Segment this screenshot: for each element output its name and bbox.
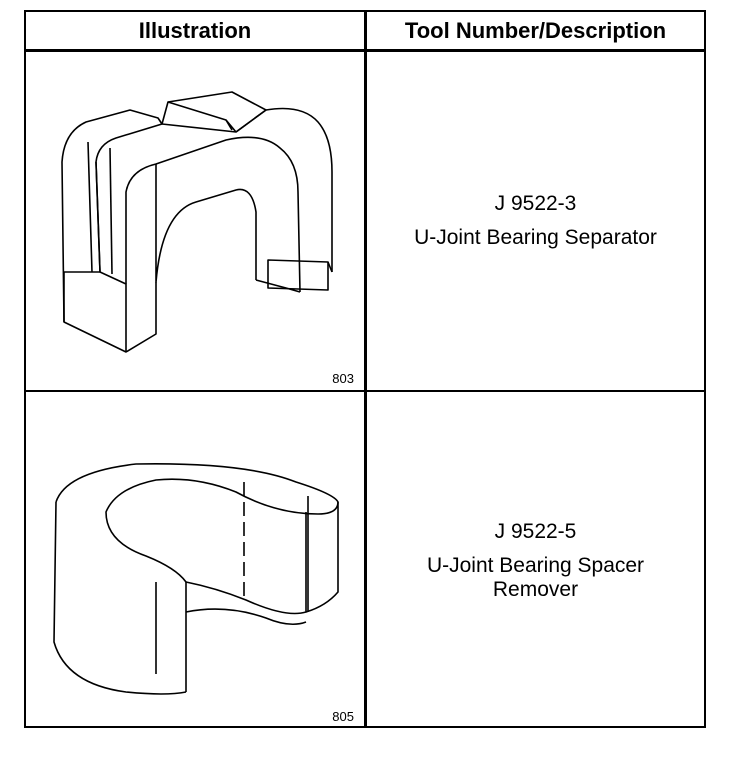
description-cell-2: J 9522-5 U-Joint Bearing Spacer Remover: [367, 392, 704, 728]
illustration-cell-1: 803: [26, 52, 364, 390]
tool-description-line: U-Joint Bearing Spacer: [426, 554, 645, 577]
illustration-cell-2: 805: [26, 392, 364, 728]
figure-number: 803: [332, 371, 354, 386]
header-illustration: Illustration: [138, 18, 252, 43]
tool-description-line: Remover: [492, 578, 579, 601]
tool-number: J 9522-5: [494, 520, 577, 543]
spacer-remover-illustration: [53, 463, 339, 695]
row-divider: [26, 390, 704, 392]
figure-number: 805: [332, 709, 354, 724]
tool-number: J 9522-3: [494, 192, 577, 215]
tool-table: Illustration Tool Number/Description: [24, 10, 706, 728]
header-divider: [26, 49, 704, 52]
tool-description-line: U-Joint Bearing Separator: [414, 226, 657, 249]
column-divider: [364, 12, 367, 726]
header-tool-description: Tool Number/Description: [404, 18, 667, 43]
description-cell-1: J 9522-3 U-Joint Bearing Separator: [367, 52, 704, 390]
bearing-separator-illustration: [61, 91, 333, 353]
